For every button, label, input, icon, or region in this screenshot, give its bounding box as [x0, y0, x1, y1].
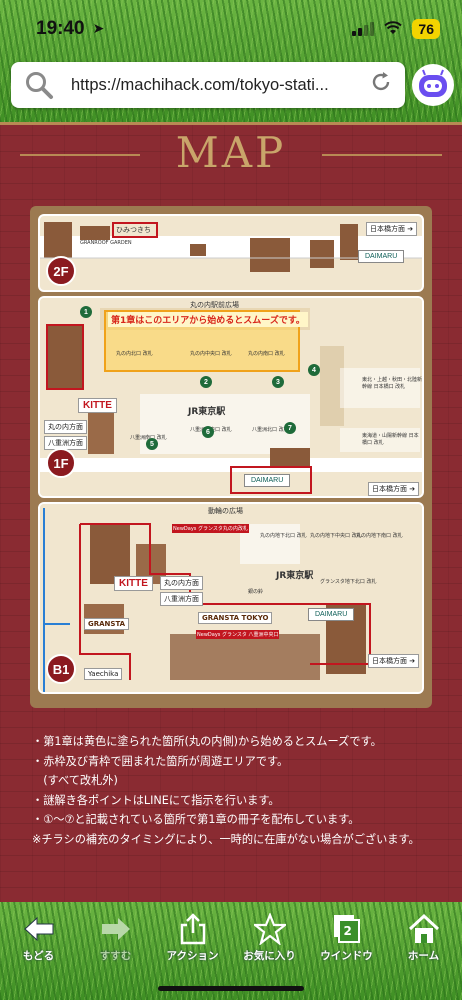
gate-yaesu-north: 八重洲北口 改札: [252, 427, 289, 433]
home-label: ホーム: [407, 950, 440, 962]
dir-yaesu-b1: 八重洲方面: [160, 592, 203, 606]
note-line: ・赤枠及び青枠で囲まれた箇所が周遊エリアです。: [32, 754, 289, 768]
back-arrow-icon: [23, 912, 55, 946]
home-indicator[interactable]: [158, 986, 304, 991]
exit-label-nihonbashi-2f: 日本橋方面 ➔: [366, 222, 418, 236]
status-time: 19:40: [36, 18, 85, 39]
window-count: 2: [343, 924, 352, 938]
daimaru-logo-2f: DAIMARU: [358, 250, 405, 263]
browser-toolbar: もどる すすむ アクション お気に入り 2 ウインドウ ホーム: [0, 912, 462, 978]
floor-badge-1f: 1F: [46, 448, 76, 478]
note-line: ・①〜⑦と記載されている箇所で第1章の冊子を配布しています。: [32, 813, 360, 827]
cellular-signal-icon: [352, 22, 375, 36]
favorites-button[interactable]: お気に入り: [234, 912, 306, 963]
favorites-label: お気に入り: [243, 950, 296, 962]
map-notes: ・第1章は黄色に塗られた箇所(丸の内側)から始めるとスムーズです。 ・赤枠及び青…: [32, 732, 440, 850]
windows-icon: 2: [332, 912, 362, 946]
exit-label-nihonbashi-1f: 日本橋方面 ➔: [368, 482, 420, 496]
gate-shinkansen-south: 東海道・山陽新幹線 日本橋口 改札: [362, 433, 419, 446]
gransta-gate-label: グランスタ地下北口 改札: [320, 579, 377, 585]
start-area-callout: 第1章はこのエリアから始めるとスムーズです。: [108, 312, 308, 327]
back-label: もどる: [22, 950, 55, 962]
house-icon: [408, 912, 440, 946]
note-line: ・謎解き各ポイントはLINEにて指示を行います。: [32, 793, 280, 807]
forward-label: すすむ: [99, 950, 132, 962]
note-line: ・第1章は黄色に塗られた箇所(丸の内側)から始めるとスムーズです。: [32, 735, 382, 748]
search-icon[interactable]: [23, 69, 55, 101]
distribution-pin-7[interactable]: 7: [284, 422, 296, 434]
floor-badge-b1: B1: [46, 654, 76, 684]
location-arrow-icon: ➤: [92, 21, 105, 37]
dir-marunouchi-1f: 丸の内方面: [44, 420, 87, 434]
kitte-logo-1f: KITTE: [78, 398, 117, 413]
forward-arrow-icon: [100, 912, 132, 946]
kitte-logo-b1: KITTE: [114, 576, 153, 591]
forward-button[interactable]: すすむ: [80, 912, 152, 963]
gate-marunouchi-center: 丸の内中央口 改札: [190, 351, 232, 357]
page-title: MAP: [0, 128, 462, 177]
back-button[interactable]: もどる: [3, 912, 75, 963]
gransta-logo: GRANSTA: [84, 618, 130, 630]
grass-toolbar-background: [0, 902, 462, 1000]
distribution-pin-3[interactable]: 3: [272, 376, 284, 388]
dir-marunouchi-b1: 丸の内方面: [160, 576, 203, 590]
distribution-pin-4[interactable]: 4: [308, 364, 320, 376]
gate-marunouchi-north: 丸の内北口 改札: [116, 351, 153, 357]
shop-label-himitsukichi: ひみつきち: [116, 226, 151, 234]
wifi-icon: [384, 20, 403, 39]
gate-b1-north: 丸の内地下北口 改札: [260, 533, 307, 539]
silver-bell-label: 銀の鈴: [248, 589, 264, 595]
daimaru-logo-b1: DAIMARU: [308, 608, 355, 621]
newdays-label-1: NewDays グランスタ丸の内改札: [172, 524, 249, 533]
battery-indicator: 76: [412, 19, 440, 39]
action-label: アクション: [166, 950, 219, 962]
gate-b1-center: 丸の内地下中央口 改札: [310, 533, 362, 539]
gransta-tokyo-logo: GRANSTA TOKYO: [198, 612, 273, 624]
daimaru-logo-1f: DAIMARU: [244, 474, 291, 487]
gate-shinkansen-north: 東北・上越・秋田・北陸新幹線 日本橋口 改札: [362, 377, 423, 390]
highlight-area-1f-west: [46, 324, 84, 390]
exit-label-nihonbashi-b1: 日本橋方面 ➔: [368, 654, 420, 668]
highlight-area-1f-daimaru: [230, 466, 312, 494]
yaechika-logo: Yaechika: [84, 668, 123, 680]
status-bar: 19:40 ➤ 76: [0, 0, 462, 58]
gate-b1-south: 丸の内地下南口 改札: [356, 533, 403, 539]
window-button[interactable]: 2 ウインドウ: [311, 912, 383, 963]
floor-badge-2f: 2F: [46, 256, 76, 286]
floor-2f-map: ひみつきち GRANROOF GARDEN 日本橋方面 ➔ DAIMARU 2F: [38, 214, 424, 292]
distribution-pin-2[interactable]: 2: [200, 376, 212, 388]
gate-marunouchi-south: 丸の内南口 改札: [248, 351, 285, 357]
highlight-area-2f: [112, 222, 158, 238]
distribution-pin-5[interactable]: 5: [146, 438, 158, 450]
garden-label: GRANROOF GARDEN: [80, 240, 132, 246]
address-bar[interactable]: https://machihack.com/tokyo-stati...: [11, 62, 405, 108]
station-label-b1: JR東京駅: [276, 571, 314, 581]
station-map: ひみつきち GRANROOF GARDEN 日本橋方面 ➔ DAIMARU 2F…: [30, 206, 432, 708]
url-text[interactable]: https://machihack.com/tokyo-stati...: [71, 75, 329, 94]
window-label: ウインドウ: [320, 950, 373, 962]
robot-face-icon[interactable]: [412, 64, 454, 106]
floor-b1-map: 動輪の広場 NewDays グランスタ丸の内改札 丸の内地下北口 改札 丸の内地…: [38, 502, 424, 694]
note-line: (すべて改札外): [32, 774, 118, 788]
share-icon: [179, 912, 207, 946]
floor-1f-map: 丸の内駅前広場 第1章はこのエリアから始めるとスムーズです。 丸の内北口 改札 …: [38, 296, 424, 498]
plaza-label-b1: 動輪の広場: [208, 507, 243, 515]
distribution-pin-6[interactable]: 6: [202, 426, 214, 438]
distribution-pin-1[interactable]: 1: [80, 306, 92, 318]
newdays-label-2: NewDays グランスタ 八重洲中央口: [196, 630, 280, 639]
star-icon: [253, 912, 286, 946]
note-line: ※チラシの補充のタイミングにより、一時的に在庫がない場合がございます。: [32, 832, 420, 846]
plaza-label-1f: 丸の内駅前広場: [190, 301, 239, 309]
station-label-1f: JR東京駅: [188, 407, 226, 417]
action-button[interactable]: アクション: [157, 912, 229, 963]
home-button[interactable]: ホーム: [388, 912, 460, 963]
reload-icon[interactable]: [369, 70, 393, 100]
